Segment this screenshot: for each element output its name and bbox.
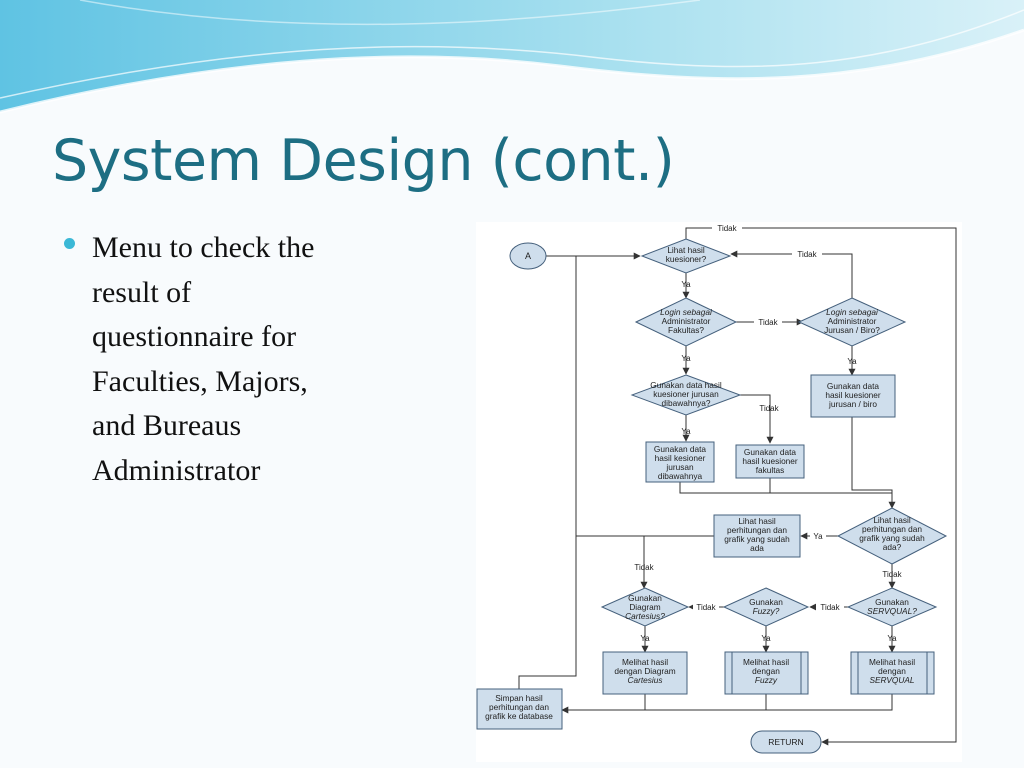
svg-text:SERVQUAL?: SERVQUAL? xyxy=(867,606,917,616)
svg-text:hasil kuesioner: hasil kuesioner xyxy=(742,456,798,466)
svg-text:Ya: Ya xyxy=(640,634,650,643)
connector-lines xyxy=(518,227,957,746)
connector-a-label: A xyxy=(525,251,531,261)
svg-text:Login sebagai: Login sebagai xyxy=(826,307,879,317)
return-shape xyxy=(750,730,822,754)
svg-text:Fuzzy: Fuzzy xyxy=(755,675,778,685)
flow-shapes xyxy=(476,238,948,754)
svg-text:dengan: dengan xyxy=(752,666,780,676)
svg-text:perhitungan dan: perhitungan dan xyxy=(489,702,549,712)
svg-text:jurusan: jurusan xyxy=(665,462,694,472)
svg-text:Tidak: Tidak xyxy=(759,404,779,413)
svg-text:Diagram: Diagram xyxy=(629,602,660,612)
decision-use-sub-data xyxy=(630,374,742,416)
decision-view-results xyxy=(640,238,732,274)
decision-login-major xyxy=(797,297,907,347)
svg-text:Melihat hasil: Melihat hasil xyxy=(743,657,789,667)
svg-text:Ya: Ya xyxy=(681,280,691,289)
svg-text:hasil kesioner: hasil kesioner xyxy=(655,453,706,463)
svg-text:SERVQUAL: SERVQUAL xyxy=(869,675,914,685)
svg-text:Lihat hasil: Lihat hasil xyxy=(873,515,911,525)
svg-text:Tidak: Tidak xyxy=(634,563,654,572)
bullet-icon xyxy=(64,238,75,249)
process-save-db xyxy=(476,688,563,730)
process-view-cartesius xyxy=(602,651,688,695)
svg-text:fakultas: fakultas xyxy=(756,465,785,475)
svg-text:hasil kuesioner: hasil kuesioner xyxy=(825,390,881,400)
svg-text:grafik yang sudah: grafik yang sudah xyxy=(724,534,790,544)
decision-use-servqual xyxy=(846,587,938,627)
process-show-existing xyxy=(713,514,801,558)
svg-text:Cartesius?: Cartesius? xyxy=(625,611,665,621)
svg-text:Ya: Ya xyxy=(761,634,771,643)
svg-text:Gunakan data hasil: Gunakan data hasil xyxy=(650,380,722,390)
edge-labels: Tidak Tidak Tidak Tidak Tidak Tidak Tida… xyxy=(634,223,903,643)
svg-text:Tidak: Tidak xyxy=(758,318,778,327)
svg-text:Fuzzy?: Fuzzy? xyxy=(753,606,780,616)
svg-text:Gunakan: Gunakan xyxy=(875,597,909,607)
svg-text:ada?: ada? xyxy=(883,542,902,552)
svg-text:dengan: dengan xyxy=(878,666,906,676)
slide-title: System Design (cont.) xyxy=(52,128,675,194)
svg-text:kuesioner jurusan: kuesioner jurusan xyxy=(653,389,719,399)
svg-text:dibawahnya?: dibawahnya? xyxy=(662,398,711,408)
svg-text:Administrator: Administrator xyxy=(828,316,877,326)
svg-text:Administrator: Administrator xyxy=(662,316,711,326)
svg-text:Gunakan: Gunakan xyxy=(628,593,662,603)
svg-text:Gunakan data: Gunakan data xyxy=(654,444,707,454)
process-use-major-data xyxy=(810,374,896,418)
svg-text:kuesioner?: kuesioner? xyxy=(666,254,707,264)
process-view-fuzzy xyxy=(724,651,809,695)
svg-text:Tidak: Tidak xyxy=(696,603,716,612)
decision-use-cartesius xyxy=(600,587,690,627)
svg-text:Melihat hasil: Melihat hasil xyxy=(622,657,668,667)
process-use-sub-major-data xyxy=(645,441,715,483)
svg-text:Simpan hasil: Simpan hasil xyxy=(495,693,543,703)
svg-text:grafik ke database: grafik ke database xyxy=(485,711,553,721)
svg-text:dengan Diagram: dengan Diagram xyxy=(614,666,675,676)
bullet-text: Menu to check the result of questionnair… xyxy=(92,231,315,487)
return-label: RETURN xyxy=(768,737,803,747)
svg-text:Ya: Ya xyxy=(847,357,857,366)
decision-use-fuzzy xyxy=(722,587,810,627)
svg-text:Tidak: Tidak xyxy=(797,250,817,259)
flow-labels: A RETURN Lihat hasil kuesioner? Login se… xyxy=(485,245,925,747)
svg-text:perhitungan dan: perhitungan dan xyxy=(727,525,787,535)
svg-text:Login sebagai: Login sebagai xyxy=(660,307,713,317)
header-wave xyxy=(0,0,1024,112)
svg-text:Gunakan data: Gunakan data xyxy=(827,381,880,391)
svg-text:Tidak: Tidak xyxy=(882,570,902,579)
svg-text:Ya: Ya xyxy=(681,354,691,363)
svg-text:Jurusan / Biro?: Jurusan / Biro? xyxy=(824,325,880,335)
svg-text:Ya: Ya xyxy=(887,634,897,643)
svg-text:Tidak: Tidak xyxy=(717,224,737,233)
svg-text:Gunakan data: Gunakan data xyxy=(744,447,797,457)
svg-text:Lihat hasil: Lihat hasil xyxy=(738,516,776,526)
svg-text:Fakultas?: Fakultas? xyxy=(668,325,704,335)
svg-text:jurusan / biro: jurusan / biro xyxy=(828,399,877,409)
connector-a-shape xyxy=(509,242,547,270)
svg-text:Ya: Ya xyxy=(681,427,691,436)
svg-text:ada: ada xyxy=(750,543,764,553)
svg-text:Tidak: Tidak xyxy=(820,603,840,612)
svg-text:Cartesius: Cartesius xyxy=(627,675,662,685)
svg-text:Melihat hasil: Melihat hasil xyxy=(869,657,915,667)
decision-login-faculty xyxy=(634,297,738,347)
process-use-faculty-data xyxy=(735,444,805,479)
svg-text:Lihat hasil: Lihat hasil xyxy=(667,245,705,255)
svg-text:Gunakan: Gunakan xyxy=(749,597,783,607)
svg-text:perhitungan dan: perhitungan dan xyxy=(862,524,922,534)
svg-text:Ya: Ya xyxy=(813,532,823,541)
svg-text:grafik yang sudah: grafik yang sudah xyxy=(859,533,925,543)
svg-text:dibawahnya: dibawahnya xyxy=(658,471,703,481)
decision-view-calc xyxy=(836,507,948,565)
process-view-servqual xyxy=(850,651,935,695)
